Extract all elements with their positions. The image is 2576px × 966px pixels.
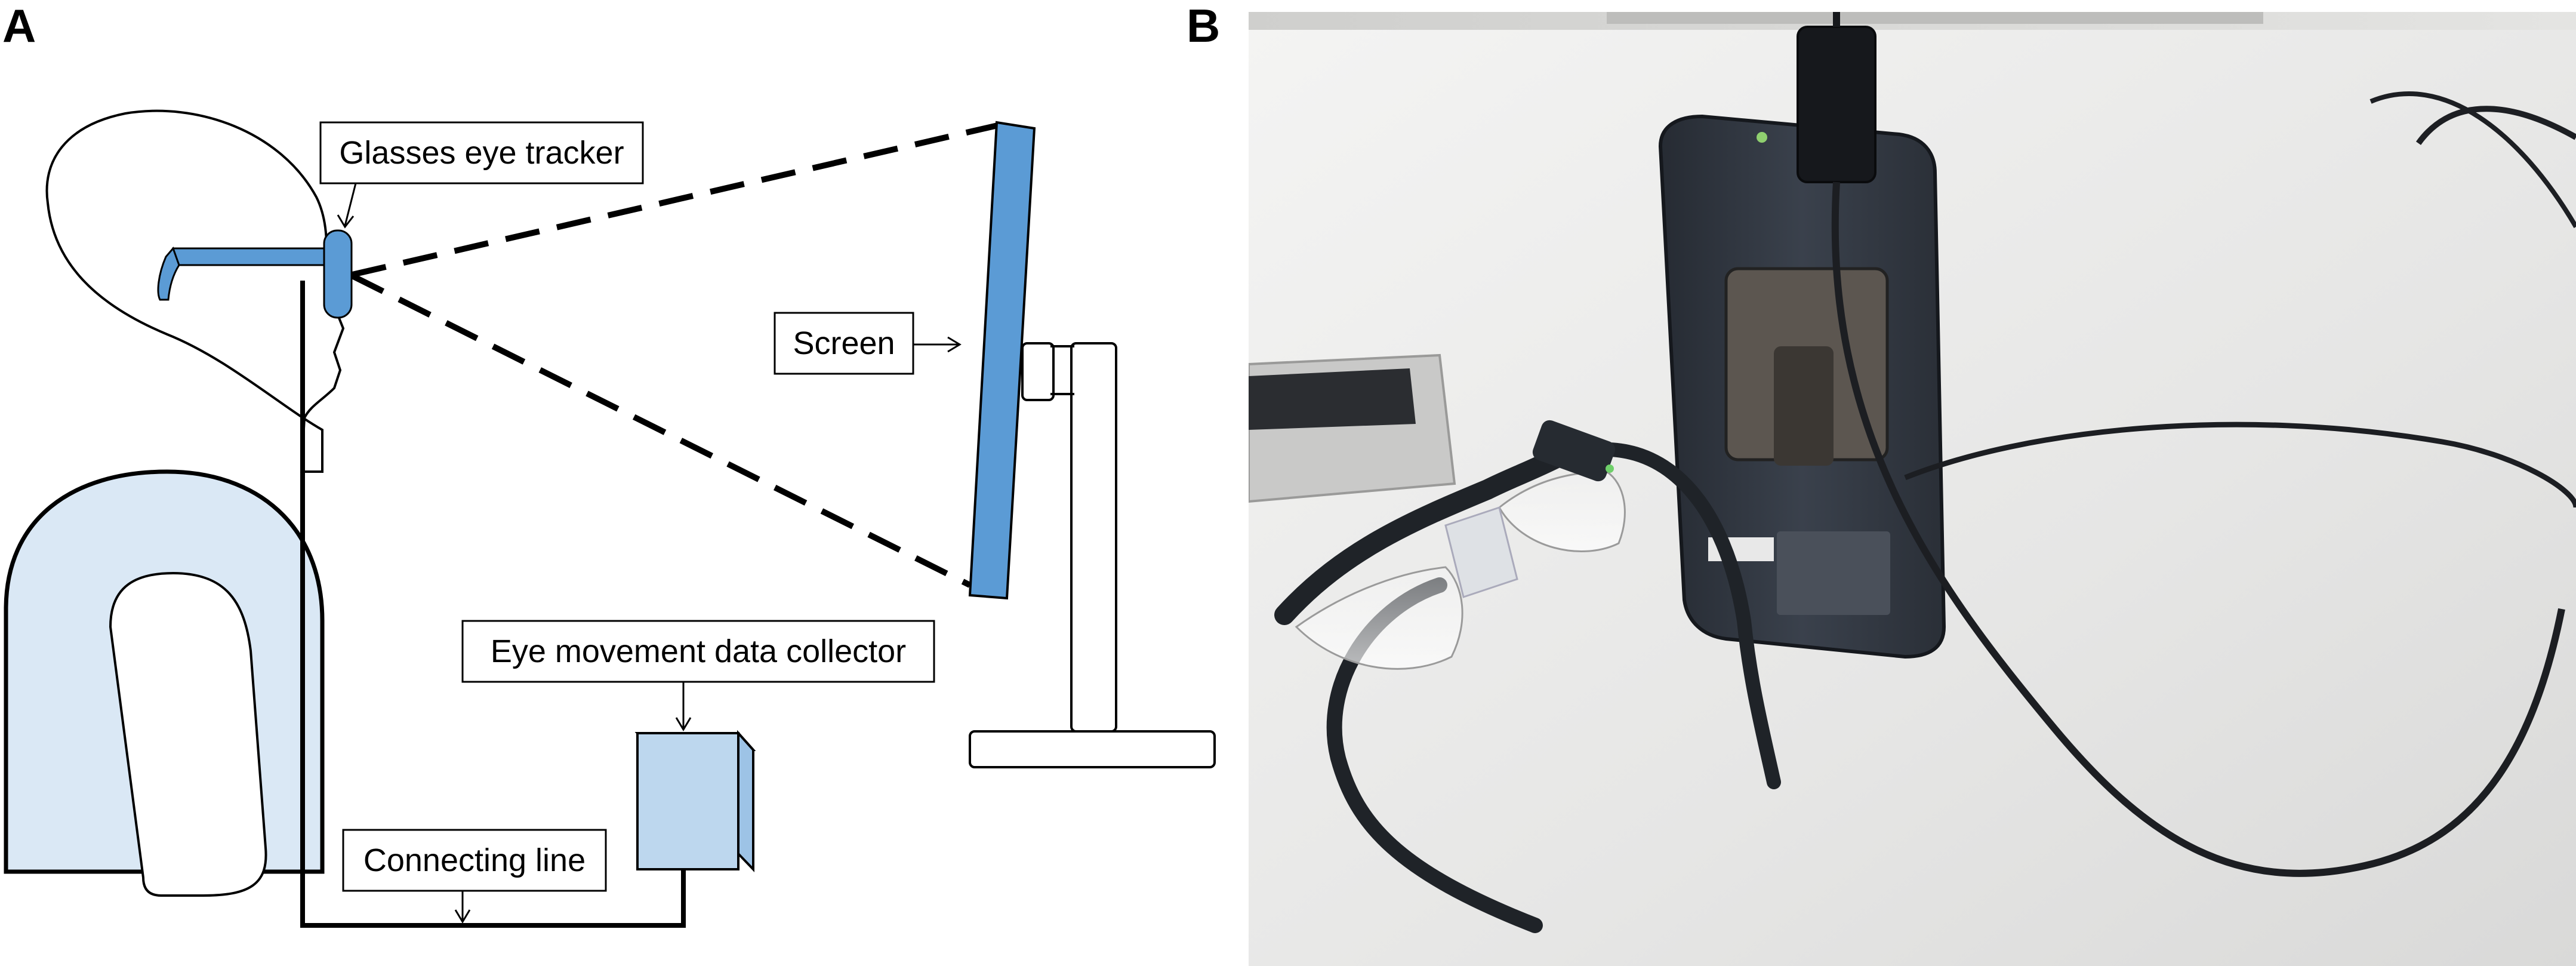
cable-loop bbox=[1904, 422, 2576, 508]
glasses-right-temple bbox=[1564, 442, 1781, 789]
recording-unit-led bbox=[1757, 132, 1767, 143]
background-cable-right-2 bbox=[2369, 91, 2576, 229]
label-box-glasses-eye-tracker bbox=[319, 121, 644, 184]
person-head bbox=[45, 109, 345, 473]
line-of-sight-top bbox=[351, 121, 1004, 278]
eye-tracker-photo bbox=[1249, 12, 2576, 966]
data-collector-side bbox=[737, 730, 754, 872]
photo-desk-edge bbox=[1607, 12, 2263, 24]
label-box-screen bbox=[774, 312, 914, 375]
desk-cable-slot-inner bbox=[1249, 368, 1416, 430]
monitor-stand-joint bbox=[1050, 345, 1074, 395]
panel-a-label: A bbox=[2, 0, 36, 52]
person-arm bbox=[109, 571, 267, 897]
cable-to-glasses bbox=[1831, 181, 2565, 877]
label-glasses-eye-tracker: Glasses eye tracker bbox=[339, 135, 624, 171]
connecting-line-cable bbox=[300, 281, 686, 928]
label-eye-movement-data-collector: Eye movement data collector bbox=[491, 633, 906, 669]
arrow-glasses-eye-tracker bbox=[344, 183, 357, 226]
glasses-tracker-lens bbox=[323, 229, 353, 319]
glasses-status-led bbox=[1606, 464, 1614, 473]
arrowhead-connecting-line bbox=[454, 909, 471, 924]
label-connecting-line: Connecting line bbox=[363, 842, 586, 878]
label-screen: Screen bbox=[793, 325, 895, 361]
arrowhead-screen bbox=[947, 336, 962, 353]
monitor-screen bbox=[968, 121, 1036, 600]
glasses-front-frame bbox=[1274, 447, 1569, 625]
monitor-base bbox=[969, 730, 1216, 768]
cable-plug bbox=[1797, 26, 1876, 183]
recording-unit-clip-slot bbox=[1774, 346, 1834, 466]
glasses-lens-right bbox=[1498, 470, 1626, 552]
glasses-ear-hook bbox=[157, 247, 180, 301]
monitor-stand-pole bbox=[1070, 342, 1117, 733]
eye-tracking-setup-diagram: Glasses eye tracker Screen Eye movement … bbox=[4, 109, 1216, 928]
background-cable-right bbox=[2415, 106, 2576, 145]
glasses-lens-left bbox=[1295, 566, 1463, 670]
glasses-nose-pad bbox=[1444, 506, 1518, 598]
monitor-mount bbox=[1021, 342, 1055, 401]
recording-unit-label bbox=[1777, 531, 1890, 615]
data-collector-box bbox=[636, 732, 739, 870]
arrowhead-glasses-eye-tracker bbox=[337, 214, 355, 229]
line-of-sight-bottom bbox=[350, 273, 972, 588]
arrowhead-eye-movement-data-collector bbox=[675, 717, 692, 731]
label-box-eye-movement-data-collector bbox=[461, 620, 935, 683]
label-box-connecting-line bbox=[342, 829, 607, 892]
panel-b-label: B bbox=[1187, 0, 1221, 52]
glasses-sensor-module bbox=[1532, 420, 1616, 482]
glasses-temple bbox=[172, 247, 335, 266]
